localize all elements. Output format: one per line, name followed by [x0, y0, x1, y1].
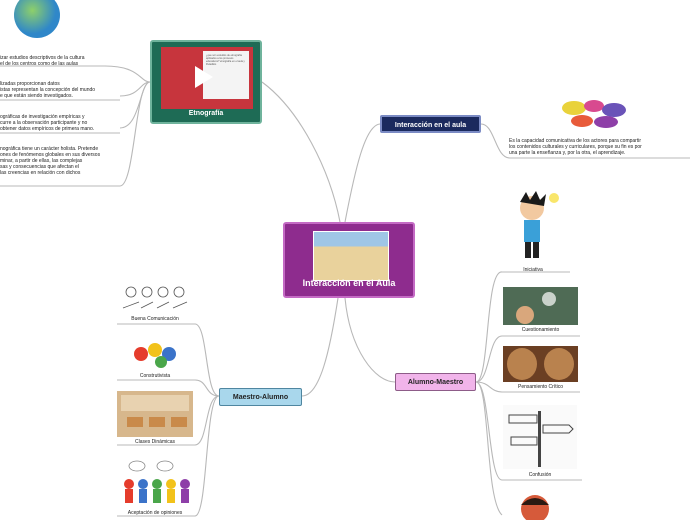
central-title: Interacción en el Aula	[302, 278, 396, 288]
globe-children-image	[0, 0, 74, 52]
etnografia-note-4: nográfica tiene un carácter holista. Pre…	[0, 146, 101, 176]
interaccion-node[interactable]: Interacción en el aula	[380, 115, 481, 133]
alumno-maestro-item-label: Confusión	[528, 472, 552, 478]
etnografia-node[interactable]: ¿que son estudios de etnografía aplicado…	[150, 40, 262, 124]
pensamiento-critico-image	[503, 346, 578, 382]
alumno-maestro-item-label: Iniciativa	[523, 267, 543, 273]
play-icon[interactable]	[195, 66, 213, 88]
confusion-image	[503, 405, 577, 469]
alumno-maestro-item-label: Cuestionamiento	[521, 327, 560, 333]
maestro-alumno-item-label: Buena Comunicación	[131, 316, 179, 322]
maestro-alumno-item-label: Aceptación de opiniones	[127, 510, 183, 516]
etnografia-note-1: izar estudios descriptivos de la cultura…	[0, 55, 85, 67]
student-cartoon-image	[503, 491, 573, 520]
central-topic[interactable]: Interacción en el Aula	[283, 222, 415, 298]
clases-dinamicas-image	[117, 391, 193, 437]
aceptacion-opiniones-image	[117, 458, 193, 508]
maestro-alumno-node[interactable]: Maestro-Alumno	[219, 388, 302, 406]
alumno-maestro-node[interactable]: Alumno-Maestro	[395, 373, 476, 391]
construtivista-image	[117, 336, 193, 371]
etnografia-title: Etnografía	[188, 110, 224, 117]
classroom-image	[313, 231, 389, 281]
video-note-paper: ¿que son estudios de etnografía aplicado…	[203, 51, 249, 99]
maestro-alumno-item-label: Clases Dinámicas	[134, 439, 175, 445]
alumno-maestro-item-label: Pensamiento Crítico	[517, 384, 564, 390]
cuestionamiento-image	[503, 287, 578, 325]
buena-comunicacion-image	[117, 276, 193, 312]
video-thumbnail[interactable]: ¿que son estudios de etnografía aplicado…	[161, 47, 253, 109]
maestro-alumno-item-label: Construtivista	[139, 373, 171, 379]
lightbulb-icon	[549, 193, 559, 203]
interaccion-description: Es la capacidad comunicativa de los acto…	[509, 138, 642, 156]
speech-bubbles-image	[558, 94, 634, 132]
